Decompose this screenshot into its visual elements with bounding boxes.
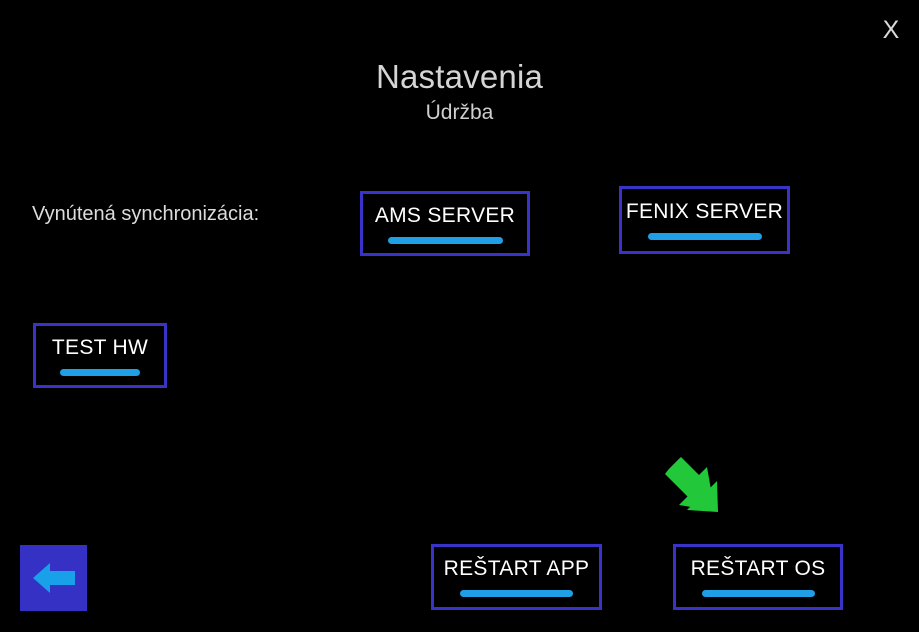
page-header: Nastavenia Údržba — [0, 56, 919, 127]
close-icon[interactable]: X — [882, 16, 900, 44]
page-subtitle: Údržba — [425, 101, 494, 124]
test-hw-button-label: TEST HW — [51, 335, 149, 359]
restart-app-underline — [460, 590, 573, 597]
page-title: Nastavenia — [375, 58, 544, 95]
back-button[interactable] — [20, 545, 87, 611]
restart-app-button[interactable]: REŠTART APP — [431, 544, 602, 610]
back-arrow-icon — [32, 563, 75, 593]
fenix-server-button-label: FENIX SERVER — [625, 200, 784, 223]
restart-os-button-label: REŠTART OS — [690, 557, 826, 580]
test-hw-underline — [60, 368, 140, 376]
green-pointer-arrow-icon — [665, 457, 718, 512]
ams-server-button[interactable]: AMS SERVER — [360, 191, 530, 256]
restart-app-button-label: REŠTART APP — [443, 557, 590, 580]
test-hw-button[interactable]: TEST HW — [33, 323, 167, 388]
restart-os-button[interactable]: REŠTART OS — [673, 544, 843, 610]
fenix-server-underline — [647, 233, 762, 240]
ams-server-underline — [387, 236, 503, 244]
fenix-server-button[interactable]: FENIX SERVER — [619, 186, 790, 254]
restart-os-underline — [701, 590, 815, 597]
ams-server-button-label: AMS SERVER — [374, 203, 516, 227]
forced-sync-label: Vynútená synchronizácia: — [32, 203, 260, 225]
